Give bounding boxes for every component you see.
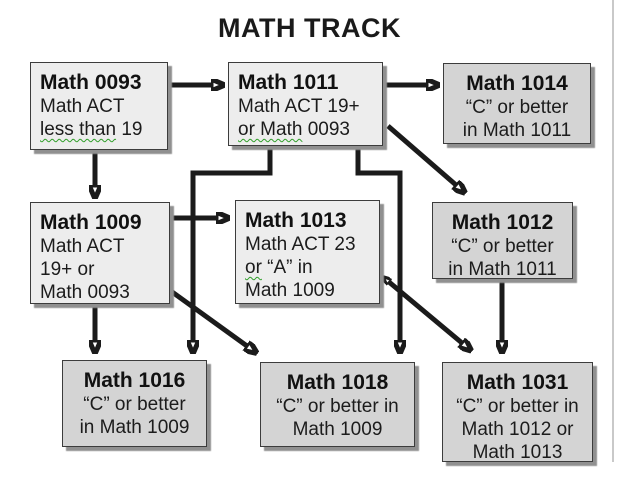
node-math-1009: Math 1009 Math ACT 19+ or Math 0093 [30,202,170,304]
node-line: Math 1012 or [461,419,574,440]
node-math-1016: Math 1016 “C” or better in Math 1009 [62,360,207,447]
node-line: “C” or better [83,394,186,415]
node-line: in Math 1009 [79,417,190,438]
node-math-1012: Math 1012 “C” or better in Math 1011 [432,202,573,280]
page-title: MATH TRACK [218,13,401,43]
node-line: Math ACT [40,236,125,257]
node-line: less than 19 [40,119,143,140]
node-line: “C” or better [451,236,554,257]
node-title: Math 1014 [466,72,568,95]
node-math-1031: Math 1031 “C” or better in Math 1012 or … [442,362,593,463]
node-line: “C” or better in [276,396,399,417]
node-line: or Math 0093 [238,119,350,140]
node-math-1013: Math 1013 Math ACT 23 or “A” in Math 100… [235,200,380,304]
node-title: Math 1012 [451,211,554,234]
node-line: “C” or better in [456,396,579,417]
node-line: Math ACT 23 [245,234,356,255]
node-line: Math ACT [40,96,125,117]
node-title: Math 1013 [245,209,347,232]
node-title: Math 0093 [40,71,142,94]
node-math-1014: Math 1014 “C” or better in Math 1011 [443,63,591,144]
node-line: 19+ or [40,259,95,280]
node-math-1018: Math 1018 “C” or better in Math 1009 [260,362,415,447]
node-line: Math 1009 [245,280,335,301]
node-title: Math 1009 [40,211,142,234]
node-title: Math 1011 [238,71,339,94]
node-math-1011: Math 1011 Math ACT 19+ or Math 0093 [228,62,383,146]
node-title: Math 1018 [286,371,389,394]
page-edge-line [612,0,614,462]
node-line: or “A” in [245,257,313,278]
node-line: in Math 1011 [462,120,572,141]
node-line: Math 1009 [292,419,383,440]
node-line: “C” or better [465,97,569,118]
node-line: in Math 1011 [448,259,557,280]
node-title: Math 1016 [83,369,186,392]
node-title: Math 1031 [466,371,569,394]
arrow-math1013-to-math1031 [389,282,462,343]
node-line: Math 1013 [472,442,563,463]
node-math-0093: Math 0093 Math ACT less than 19 [30,62,168,150]
node-line: Math 0093 [40,282,130,303]
node-line: Math ACT 19+ [238,96,360,117]
